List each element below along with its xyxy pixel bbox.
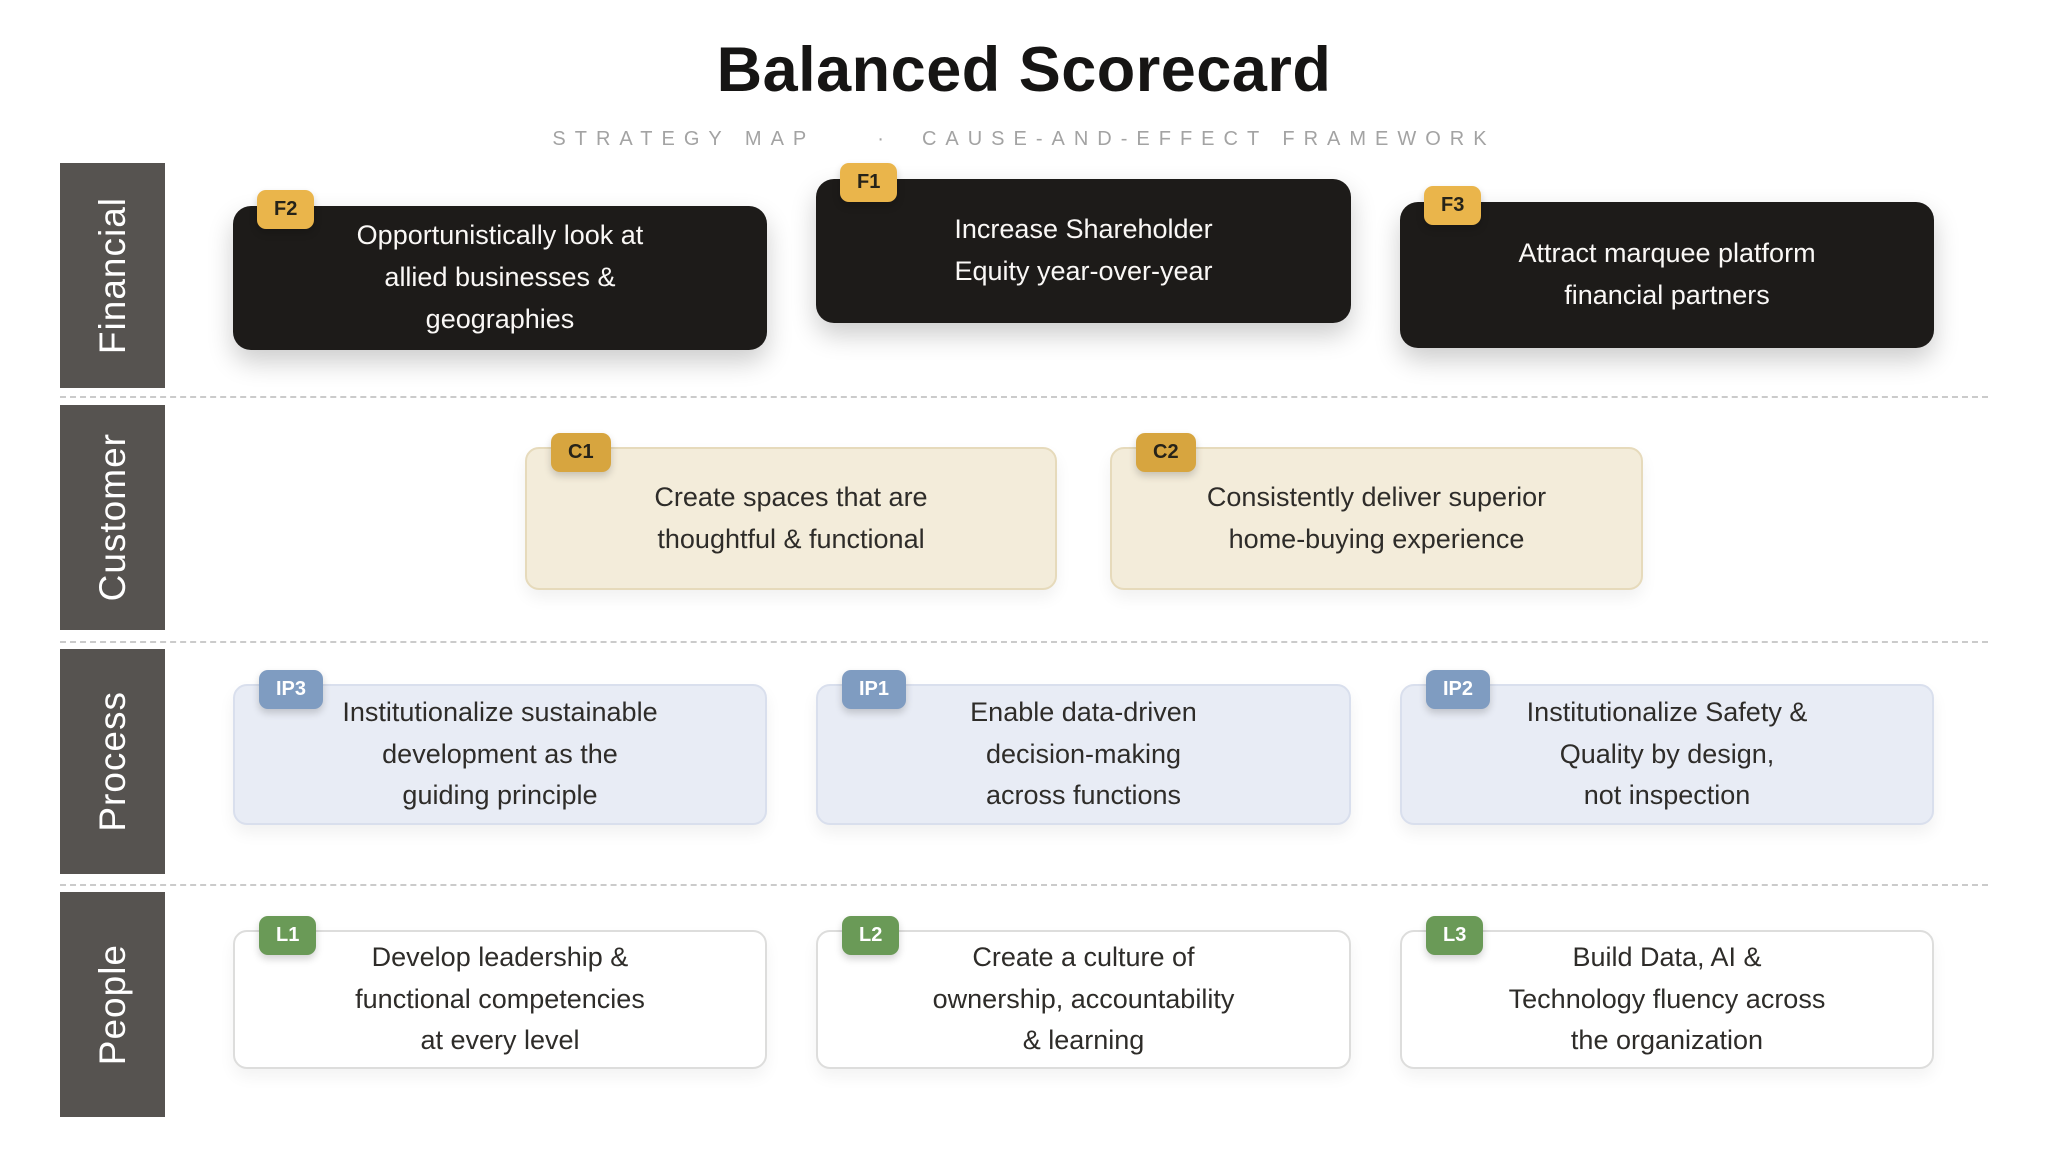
card-l1: L1 Develop leadership & functional compe…: [233, 916, 767, 1069]
subtitle-dot: ·: [877, 128, 884, 150]
card-c1: C1 Create spaces that are thoughtful & f…: [525, 433, 1057, 590]
page-subtitle: STRATEGY MAP · CAUSE-AND-EFFECT FRAMEWOR…: [0, 128, 2048, 151]
card-l2-text: Create a culture of ownership, accountab…: [932, 941, 1235, 1056]
badge-l1: L1: [259, 916, 317, 955]
card-ip1-text: Enable data-driven decision-making acros…: [970, 696, 1197, 811]
card-ip3-text: Institutionalize sustainable development…: [342, 696, 658, 811]
card-l2: L2 Create a culture of ownership, accoun…: [816, 916, 1351, 1069]
row-divider-3: [60, 884, 1988, 886]
badge-l3: L3: [1426, 916, 1484, 955]
perspective-row-customer: Customer C1 Create spaces that are thoug…: [0, 405, 2048, 630]
perspective-row-process: Process IP3 Institutionalize sustainable…: [0, 649, 2048, 874]
row-label-process-text: Process: [91, 691, 133, 832]
perspective-row-people: People L1 Develop leadership & functiona…: [0, 892, 2048, 1117]
subtitle-strategy-map: STRATEGY MAP: [552, 128, 816, 150]
page-title: Balanced Scorecard: [716, 35, 1332, 105]
badge-ip2: IP2: [1426, 670, 1491, 709]
card-c2: C2 Consistently deliver superior home-bu…: [1110, 433, 1643, 590]
badge-f2: F2: [257, 190, 315, 229]
badge-ip1: IP1: [842, 670, 907, 709]
card-f1: F1 Increase Shareholder Equity year-over…: [816, 163, 1351, 323]
subtitle-framework: CAUSE-AND-EFFECT FRAMEWORK: [921, 128, 1496, 150]
badge-f1: F1: [840, 163, 898, 202]
card-ip3: IP3 Institutionalize sustainable develop…: [233, 670, 767, 825]
row-label-financial: Financial: [60, 163, 165, 388]
card-c1-text: Create spaces that are thoughtful & func…: [654, 481, 928, 554]
row-divider-1: [60, 396, 1988, 398]
card-l1-text: Develop leadership & functional competen…: [355, 941, 645, 1056]
row-label-people-text: People: [91, 943, 133, 1066]
perspective-row-financial: Financial F2 Opportunistically look at a…: [0, 163, 2048, 388]
card-l3: L3 Build Data, AI & Technology fluency a…: [1400, 916, 1934, 1069]
card-f3-text: Attract marquee platform financial partn…: [1518, 238, 1816, 310]
badge-c1: C1: [551, 433, 611, 472]
card-f2: F2 Opportunistically look at allied busi…: [233, 190, 767, 350]
card-f2-text: Opportunistically look at allied busines…: [356, 220, 644, 334]
badge-f3: F3: [1424, 186, 1482, 225]
card-c2-text: Consistently deliver superior home-buyin…: [1206, 481, 1547, 554]
row-label-process: Process: [60, 649, 165, 874]
row-label-people: People: [60, 892, 165, 1117]
badge-c2: C2: [1136, 433, 1196, 472]
card-f1-text: Increase Shareholder Equity year-over-ye…: [954, 214, 1213, 286]
card-l3-text: Build Data, AI & Technology fluency acro…: [1508, 941, 1826, 1056]
row-label-customer: Customer: [60, 405, 165, 630]
row-label-customer-text: Customer: [91, 433, 133, 602]
card-ip2: IP2 Institutionalize Safety & Quality by…: [1400, 670, 1934, 825]
row-label-financial-text: Financial: [91, 196, 133, 355]
badge-ip3: IP3: [259, 670, 324, 709]
row-divider-2: [60, 641, 1988, 643]
card-ip2-text: Institutionalize Safety & Quality by des…: [1526, 696, 1808, 811]
badge-l2: L2: [842, 916, 900, 955]
card-ip1: IP1 Enable data-driven decision-making a…: [816, 670, 1351, 825]
card-f3: F3 Attract marquee platform financial pa…: [1400, 186, 1934, 348]
